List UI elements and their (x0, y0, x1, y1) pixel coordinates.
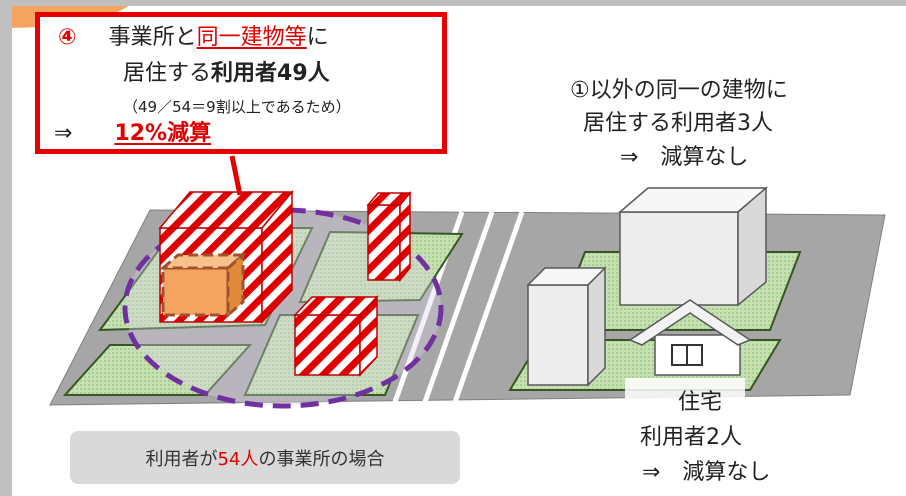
callout-ratio-note: （49／54＝9割以上であるため） (123, 98, 351, 116)
house-label-bg (625, 378, 745, 408)
callout-user-count: 利用者49人 (211, 61, 330, 86)
house-result: ⇒ 減算なし (642, 460, 771, 485)
reduction-rate: 12%減算 (114, 121, 212, 146)
case-suffix: の事業所の場合 (258, 448, 385, 470)
tall-hatched-building (366, 190, 412, 283)
callout-text-a: 事業所と (108, 25, 197, 50)
other-building-large (617, 186, 769, 307)
other-building-line-2: 居住する利用者3人 (583, 111, 773, 136)
callout-line-1: ④ 事業所と同一建物等に (58, 25, 329, 51)
callout-number: ④ (58, 25, 77, 50)
callout-line-2: 居住する利用者49人 (123, 61, 330, 87)
arrow-icon: ⇒ (54, 121, 73, 146)
reduction-callout: ④ 事業所と同一建物等に 居住する利用者49人 （49／54＝9割以上であるため… (35, 12, 447, 154)
office-unit (158, 251, 248, 319)
callout-text-c: に (306, 25, 329, 50)
callout-line-4: ⇒ 12%減算 (54, 121, 211, 147)
other-building-line-1: ①以外の同一の建物に (570, 78, 788, 103)
house (628, 299, 752, 376)
house-label: 住宅 (678, 390, 723, 415)
case-count: 54人 (217, 448, 259, 470)
small-hatched-building (293, 295, 379, 377)
top-border (0, 0, 906, 6)
case-prefix: 利用者が (145, 448, 218, 470)
left-border (0, 0, 12, 496)
house-users: 利用者2人 (640, 425, 742, 450)
other-building-small (526, 266, 607, 387)
callout-resident-text: 居住する (123, 61, 212, 86)
callout-pointer (229, 155, 243, 196)
same-building-term: 同一建物等 (196, 25, 307, 50)
other-building-result: ⇒ 減算なし (620, 145, 749, 170)
